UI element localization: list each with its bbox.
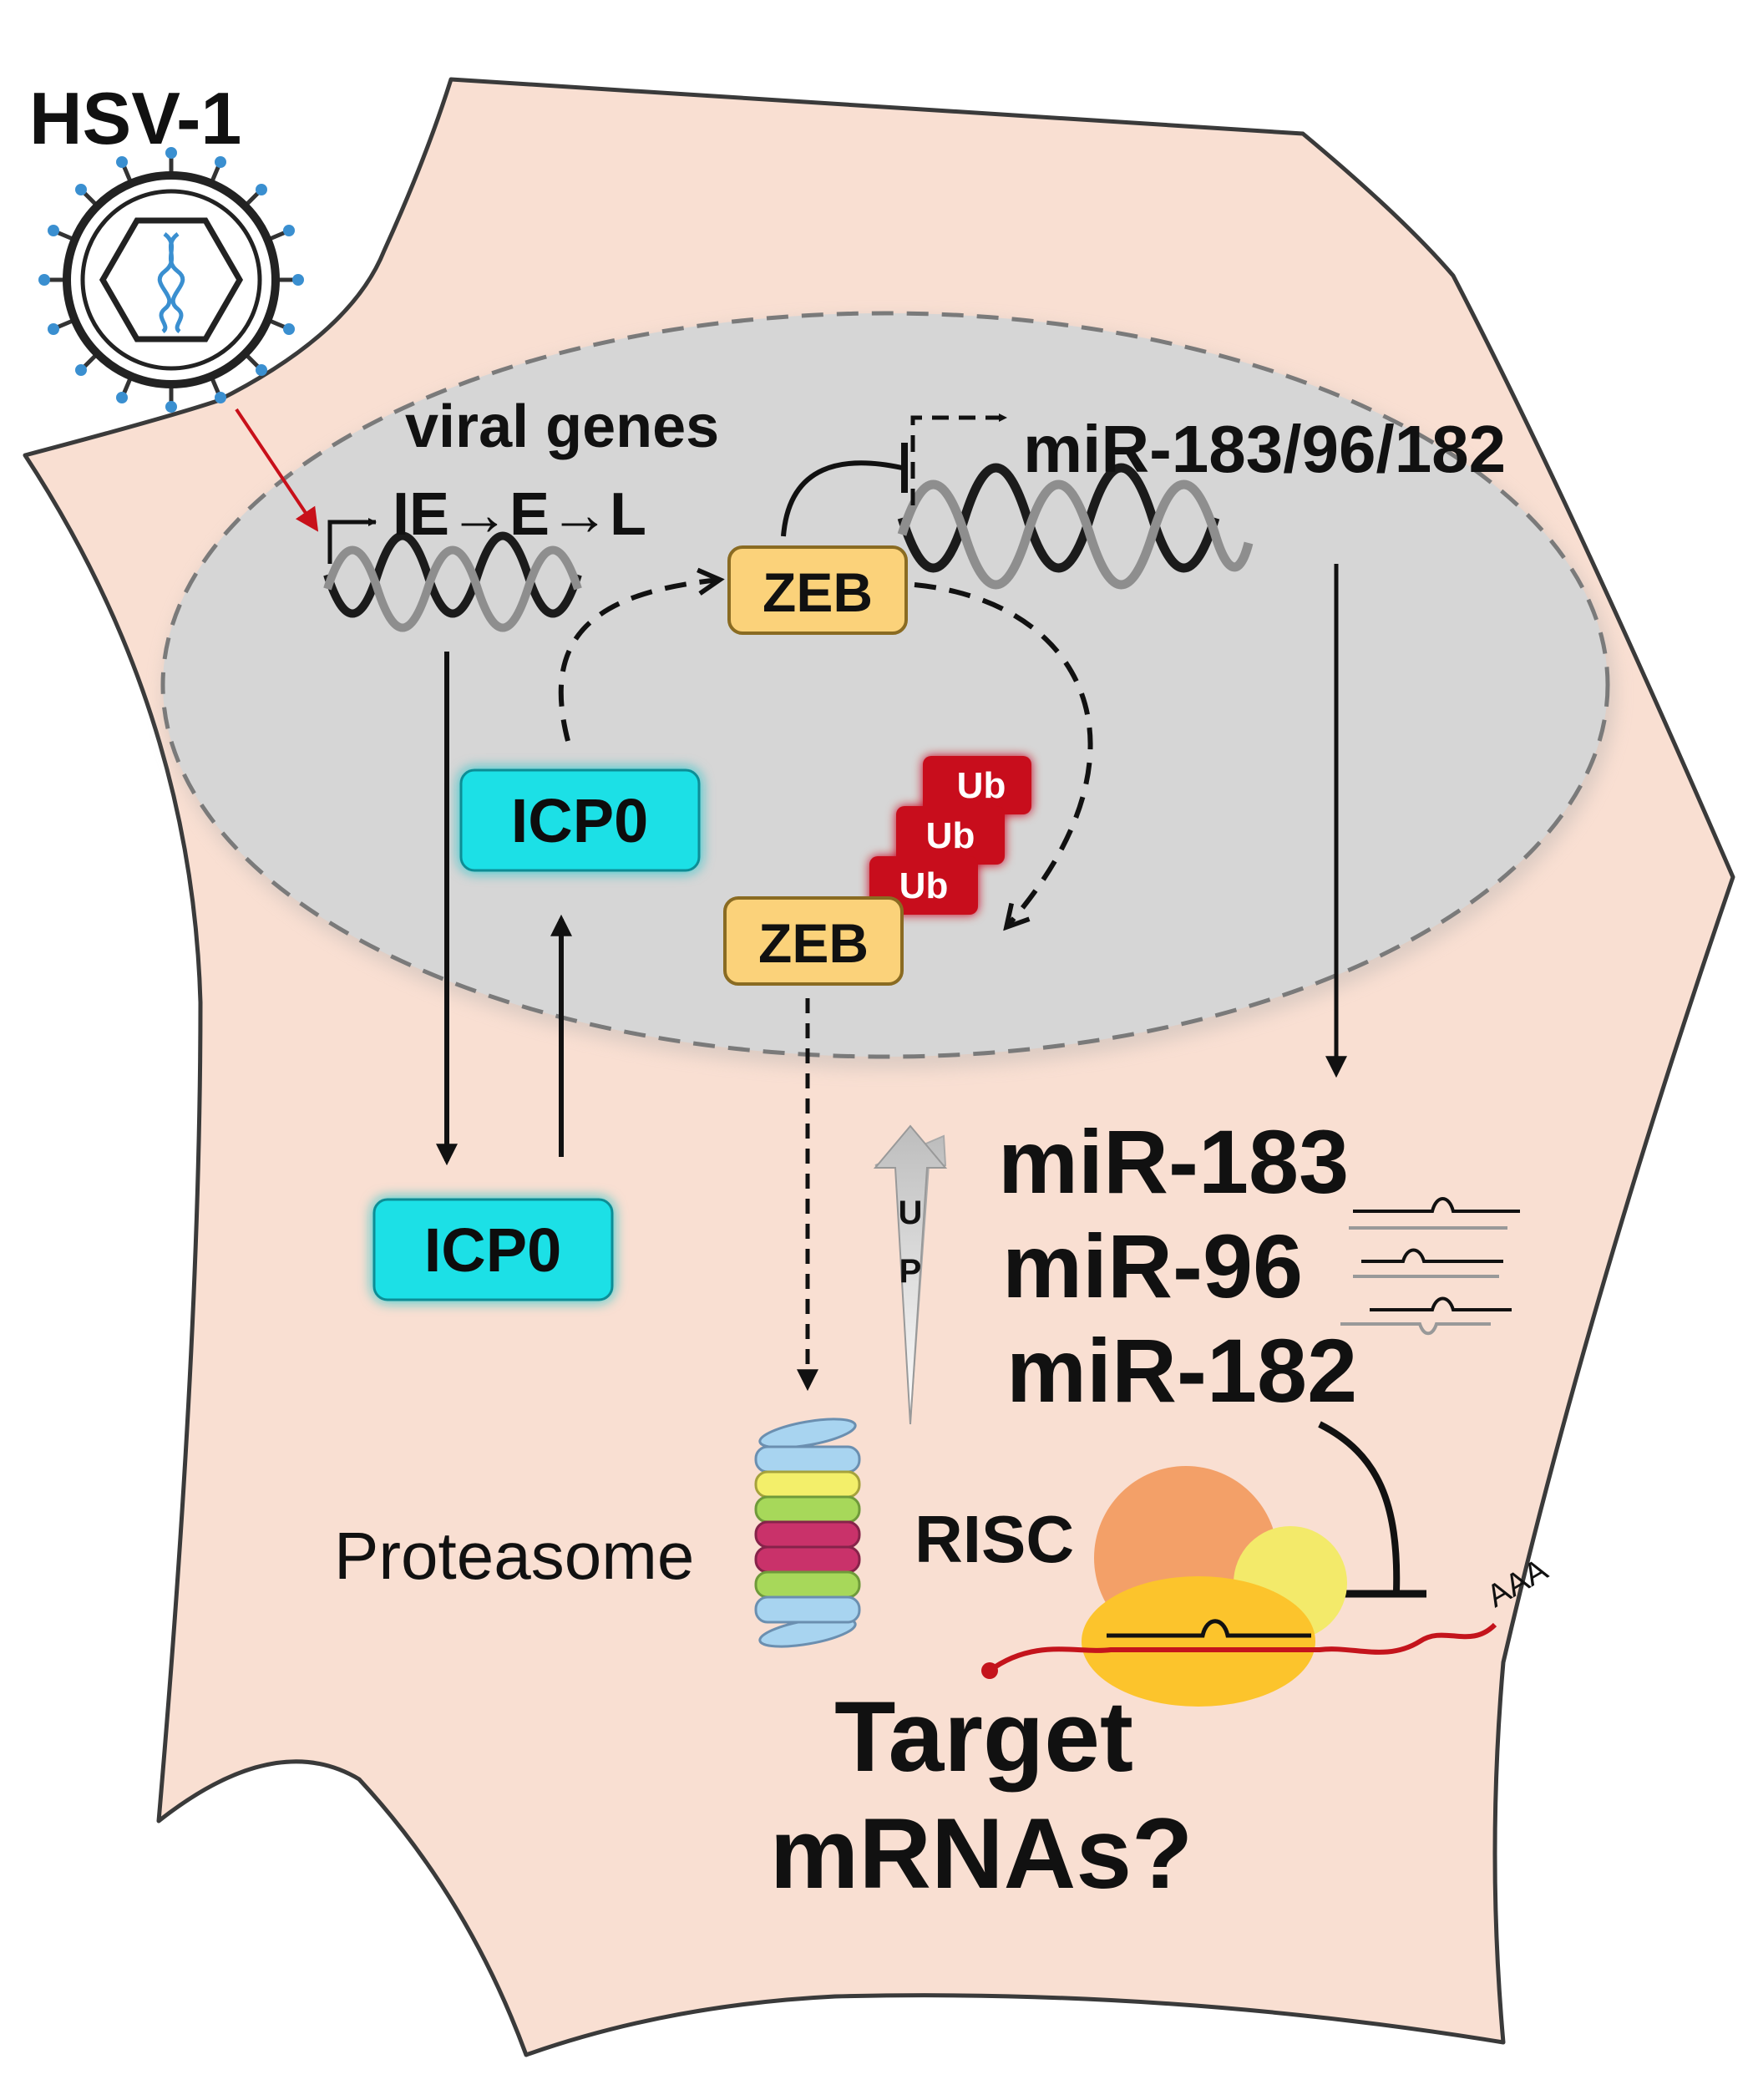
ub-tag-1: Ub	[923, 756, 1031, 814]
mir-promoter-arrow	[910, 413, 1007, 505]
risc-complex-icon	[1082, 1466, 1347, 1707]
zeb-box-top: ZEB	[727, 545, 908, 635]
ub-label-2: Ub	[926, 815, 975, 856]
risc-label: RISC	[914, 1502, 1074, 1576]
upregulation-arrow-icon: U P	[873, 1124, 948, 1425]
ub-tag-2: Ub	[896, 806, 1005, 865]
mirna-label-96: miR-96	[1002, 1215, 1303, 1316]
proteasome-icon	[754, 1418, 861, 1648]
target-label-line1: Target	[834, 1681, 1133, 1793]
zeb-label-ubiquitinated: ZEB	[758, 912, 869, 974]
icp0-to-zeb-arrow	[558, 580, 720, 742]
host-dna-helix	[897, 463, 1254, 590]
mirna-label-182: miR-182	[1006, 1320, 1357, 1421]
icp0-box-nucleus: ICP0	[459, 768, 701, 872]
hsv1-label: HSV-1	[29, 77, 241, 160]
mirna-label-183: miR-183	[998, 1111, 1349, 1212]
zeb-repression-arc	[781, 460, 903, 537]
target-label-line2: mRNAs?	[770, 1798, 1193, 1910]
target-mrna-strand	[981, 1619, 1497, 1679]
target-mrnas-label: Target mRNAs?	[770, 1681, 1193, 1910]
up-letter-p: P	[899, 1253, 922, 1290]
promoter-arrow	[327, 518, 377, 564]
gene-cascade-label: IE→E→L	[393, 481, 646, 548]
icp0-label-nucleus: ICP0	[511, 786, 649, 855]
mirna-inhibition-arc	[1318, 1421, 1401, 1592]
icp0-label-cytoplasm: ICP0	[424, 1215, 562, 1285]
entry-arrow	[235, 408, 319, 532]
zeb-label-top: ZEB	[763, 561, 873, 623]
hsv1-virion-icon	[38, 147, 304, 413]
ub-label-1: Ub	[957, 765, 1006, 806]
viral-genes-label: viral genes	[405, 393, 719, 460]
up-letter-u: U	[899, 1195, 923, 1231]
mir-cluster-label: miR-183/96/182	[1023, 412, 1506, 486]
zeb-ubiquitination-arrow	[914, 582, 1093, 927]
icp0-box-cytoplasm: ICP0	[372, 1198, 614, 1301]
ub-label-3: Ub	[899, 865, 949, 906]
proteasome-label: Proteasome	[334, 1519, 694, 1593]
viral-dna-helix	[323, 531, 582, 632]
zeb-box-ubiquitinated: ZEB	[723, 896, 904, 986]
mirna-duplex-icons	[1340, 1197, 1520, 1336]
